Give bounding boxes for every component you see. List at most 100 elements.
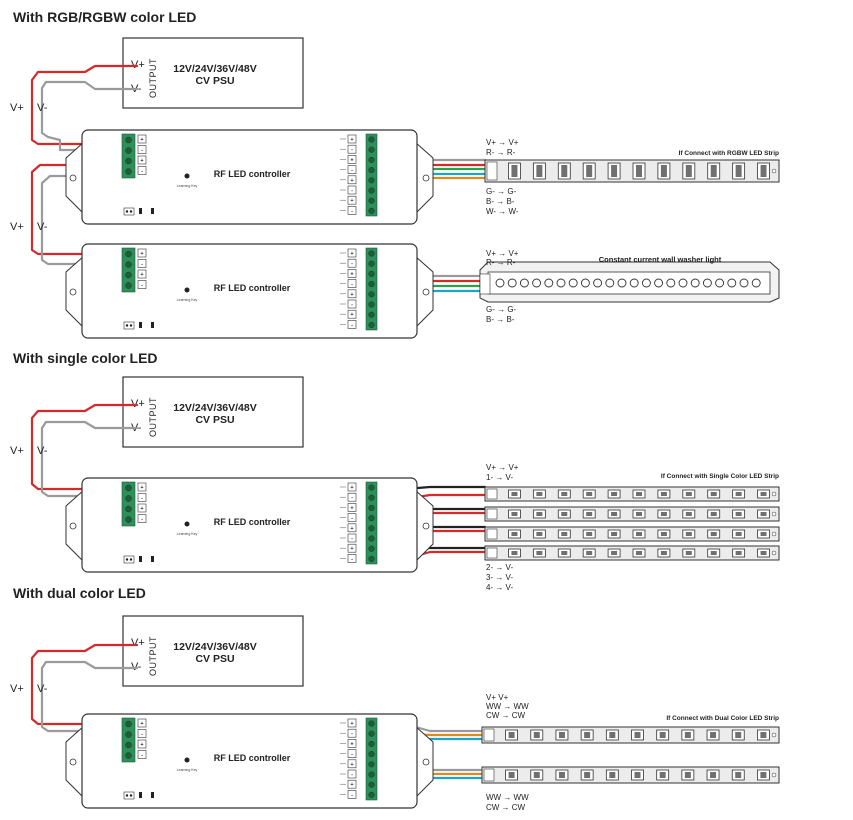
learning-key-dot xyxy=(184,173,190,179)
rgbw-strip xyxy=(484,159,780,183)
input-sign-plus: + xyxy=(140,721,143,727)
washer-led xyxy=(751,278,761,288)
mount-hole-right xyxy=(422,758,430,766)
washer-led xyxy=(666,278,676,288)
wire-mapping: R- → R- xyxy=(486,258,516,267)
port-dot xyxy=(129,210,133,213)
led-core xyxy=(659,732,666,738)
output-sign-plus: + xyxy=(350,762,353,768)
led-core xyxy=(536,532,543,536)
wire-mapping: 3- → V- xyxy=(486,573,513,582)
output-sign-box xyxy=(347,533,357,543)
input-sign-minus: - xyxy=(141,496,143,502)
input-sign-box xyxy=(137,503,147,513)
led-core xyxy=(735,551,742,555)
indicator xyxy=(139,556,142,562)
led-core xyxy=(561,532,568,536)
terminal-screw xyxy=(125,250,132,258)
output-sign-box xyxy=(347,134,357,144)
output-sign-plus: + xyxy=(350,505,353,511)
output-sign-plus: + xyxy=(350,526,353,532)
controller-body xyxy=(81,243,418,339)
washer-title: Constant current wall washer light xyxy=(599,255,722,264)
output-sign-box xyxy=(347,739,357,748)
single-strip-2 xyxy=(484,506,780,522)
wire-vminus xyxy=(40,420,139,498)
psu-type: CV PSU xyxy=(195,414,234,426)
led-core xyxy=(536,512,543,516)
led-core xyxy=(710,165,717,177)
wire-mapping: V+ V+ xyxy=(486,693,509,702)
output-sign-minus: - xyxy=(351,772,353,778)
led-core xyxy=(511,532,518,536)
psu-type: CV PSU xyxy=(195,75,234,87)
led-core xyxy=(511,165,518,177)
output-sign-box xyxy=(347,779,357,789)
learning-key-label: Learning Key xyxy=(177,298,198,302)
wire-mapping: V+ → V+ xyxy=(486,463,519,472)
strip-end xyxy=(771,168,777,174)
input-sign-minus: - xyxy=(141,517,143,523)
led-core xyxy=(533,772,540,778)
led-core xyxy=(611,512,618,516)
output-terminal xyxy=(365,133,378,217)
terminal-screw xyxy=(368,197,375,204)
rgbw-strip-title: If Connect with RGBW LED Strip xyxy=(679,150,779,157)
led-core xyxy=(511,551,518,555)
psu-box xyxy=(122,615,304,687)
output-sign-plus: + xyxy=(350,271,353,277)
led-core xyxy=(586,165,593,177)
led-core xyxy=(760,165,767,177)
led-core xyxy=(611,532,618,536)
led-core xyxy=(636,551,642,555)
wire-mapping: CW → CW xyxy=(486,711,526,720)
wire-mapping: G- → G- xyxy=(486,187,517,196)
controller-title: RF LED controller xyxy=(214,283,291,293)
vplus-label-4: V+ xyxy=(10,683,24,695)
led-core xyxy=(710,772,717,778)
terminal-screw xyxy=(125,261,132,268)
output-sign-minus: - xyxy=(351,731,353,737)
led-core xyxy=(760,512,767,516)
section-title-single: With single color LED xyxy=(13,350,158,366)
led-core xyxy=(558,772,565,778)
output-sign-minus: - xyxy=(351,168,353,174)
led-core xyxy=(536,551,543,555)
mount-hole-right xyxy=(422,288,430,296)
terminal-screw xyxy=(368,321,375,328)
psu-voltage: 12V/24V/36V/48V xyxy=(173,641,256,653)
input-sign-minus: - xyxy=(141,169,143,175)
output-sign-box xyxy=(347,289,357,299)
washer-led xyxy=(532,278,542,288)
port-dot xyxy=(125,210,129,213)
led-core xyxy=(710,732,717,738)
input-sign-plus: + xyxy=(140,742,143,748)
output-sign-box xyxy=(347,718,357,728)
terminal-screw xyxy=(368,136,375,143)
terminal-screw xyxy=(368,270,375,277)
led-core xyxy=(685,165,692,177)
input-sign-minus: - xyxy=(141,262,143,268)
input-sign-box xyxy=(137,718,147,728)
mount-hole-left xyxy=(69,758,77,766)
output-sign-box xyxy=(347,185,357,195)
output-sign-minus: - xyxy=(351,752,353,758)
indicator xyxy=(139,322,142,328)
output-sign-plus: + xyxy=(350,157,353,163)
output-sign-box xyxy=(347,165,357,174)
bottom-port xyxy=(123,207,135,216)
led-core xyxy=(611,165,618,177)
strip-connector xyxy=(483,768,495,782)
input-sign-box xyxy=(137,729,147,738)
led-core xyxy=(561,492,568,496)
single-strip-3 xyxy=(484,526,780,542)
led-core xyxy=(660,512,667,516)
vminus-label-2: V- xyxy=(37,221,48,233)
input-sign-box xyxy=(137,145,147,154)
strip-end xyxy=(771,491,777,497)
output-sign-box xyxy=(347,248,357,258)
